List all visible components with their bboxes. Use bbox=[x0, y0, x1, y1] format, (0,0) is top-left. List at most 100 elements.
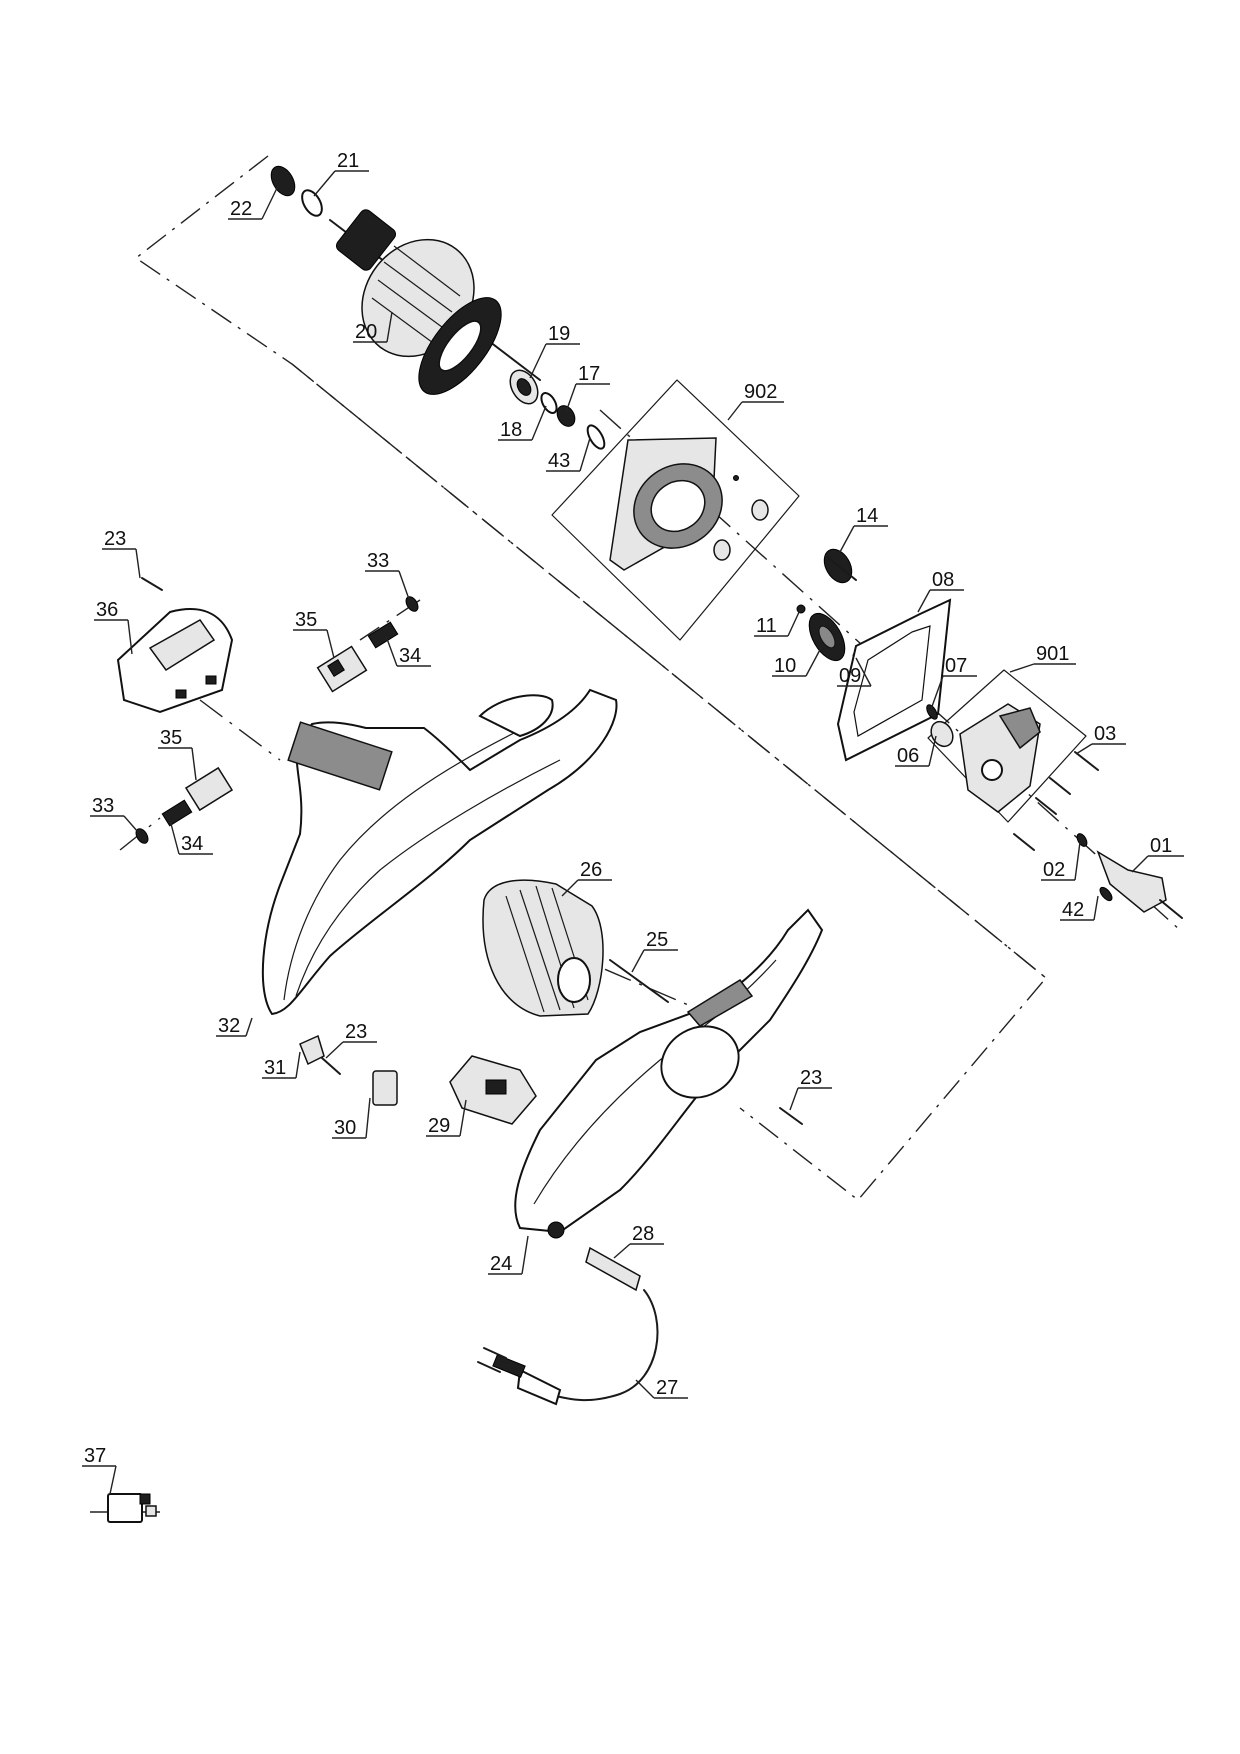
part-number-label: 01 bbox=[1150, 835, 1172, 857]
assembly-frames bbox=[90, 155, 1181, 1513]
callout-p902: 902 bbox=[727, 381, 784, 421]
part-number-label: 37 bbox=[84, 1445, 106, 1467]
part-number-label: 08 bbox=[932, 569, 954, 591]
callout-p901: 901 bbox=[1009, 643, 1076, 673]
housing-half-part-24 bbox=[514, 908, 824, 1239]
callout-p10: 10 bbox=[772, 645, 823, 677]
leader-line bbox=[789, 1087, 799, 1111]
part-37 bbox=[107, 1493, 157, 1523]
callouts: 0102030607080910111417181920212223232324… bbox=[82, 150, 1184, 1495]
callout-p14: 14 bbox=[839, 505, 888, 553]
callout-p23b: 23 bbox=[325, 1021, 377, 1059]
callout-p32: 32 bbox=[216, 1015, 253, 1037]
callout-p07: 07 bbox=[929, 655, 977, 713]
callout-p33b: 33 bbox=[90, 795, 139, 833]
part-number-label: 25 bbox=[646, 929, 668, 951]
callout-p34a: 34 bbox=[385, 635, 431, 667]
part-number-label: 901 bbox=[1036, 643, 1069, 665]
part-number-label: 902 bbox=[744, 381, 777, 403]
leader-line bbox=[365, 1097, 371, 1139]
leader-line bbox=[1074, 841, 1081, 881]
part-number-label: 33 bbox=[92, 795, 114, 817]
leader-line bbox=[109, 1465, 117, 1495]
housing-half-part-32 bbox=[261, 688, 618, 1016]
callout-p20: 20 bbox=[353, 311, 393, 343]
callout-p08: 08 bbox=[917, 569, 964, 613]
gear-plate-group-902 bbox=[551, 379, 800, 641]
pinion-part-17 bbox=[556, 405, 576, 427]
part-number-label: 14 bbox=[856, 505, 878, 527]
bushing-part-06 bbox=[930, 720, 954, 748]
key-part-42 bbox=[1099, 886, 1113, 902]
leader-line bbox=[521, 1235, 529, 1275]
part-number-label: 30 bbox=[334, 1117, 356, 1139]
callout-p35b: 35 bbox=[158, 727, 197, 781]
callout-p43: 43 bbox=[546, 437, 591, 472]
part-number-label: 07 bbox=[945, 655, 967, 677]
leader-line bbox=[1131, 855, 1149, 873]
leader-line bbox=[385, 635, 398, 667]
part-number-label: 31 bbox=[264, 1057, 286, 1079]
callout-p18: 18 bbox=[498, 405, 547, 441]
gear-cover-group-901 bbox=[927, 669, 1087, 823]
callout-p25: 25 bbox=[631, 929, 678, 973]
leader-line bbox=[839, 525, 855, 553]
callout-p23a: 23 bbox=[102, 528, 141, 579]
callout-p03: 03 bbox=[1075, 723, 1126, 755]
washer-part-21 bbox=[301, 189, 323, 217]
rear-cover-part-36 bbox=[116, 608, 234, 714]
brush-holder-part-35a bbox=[316, 645, 368, 693]
switch-part-29 bbox=[449, 1055, 537, 1125]
callout-p02: 02 bbox=[1041, 841, 1081, 881]
callout-p09: 09 bbox=[837, 657, 872, 687]
circlip-part-43 bbox=[586, 424, 606, 450]
washer-part-18 bbox=[540, 392, 558, 414]
leader-line bbox=[326, 629, 335, 659]
leader-line bbox=[459, 1099, 467, 1137]
part-number-label: 35 bbox=[295, 609, 317, 631]
part-number-label: 34 bbox=[181, 833, 203, 855]
cable-sleeve-part-28 bbox=[585, 1246, 641, 1292]
leader-line bbox=[295, 1051, 301, 1079]
pin-part-11 bbox=[796, 604, 806, 614]
part-number-label: 33 bbox=[367, 550, 389, 572]
callout-p17: 17 bbox=[565, 363, 610, 413]
leader-line bbox=[1093, 895, 1099, 921]
leader-line bbox=[1009, 663, 1035, 673]
part-number-label: 23 bbox=[104, 528, 126, 550]
leader-line bbox=[917, 589, 931, 613]
callout-p34b: 34 bbox=[169, 819, 213, 855]
clamp-part-31 bbox=[299, 1034, 325, 1066]
armature-part-20 bbox=[329, 209, 541, 395]
part-number-label: 18 bbox=[500, 419, 522, 441]
callout-p30: 30 bbox=[332, 1097, 371, 1139]
part-number-label: 34 bbox=[399, 645, 421, 667]
leader-line bbox=[613, 1243, 631, 1259]
part-number-label: 36 bbox=[96, 599, 118, 621]
part-number-label: 11 bbox=[756, 615, 777, 637]
callout-p27: 27 bbox=[635, 1377, 688, 1399]
callout-p01: 01 bbox=[1131, 835, 1184, 873]
brush-cap-part-33b bbox=[135, 828, 149, 844]
part-number-label: 22 bbox=[230, 198, 252, 220]
leader-line bbox=[169, 819, 180, 855]
part-number-label: 20 bbox=[355, 321, 377, 343]
callout-p23c: 23 bbox=[789, 1067, 832, 1111]
part-number-label: 03 bbox=[1094, 723, 1116, 745]
part-number-label: 27 bbox=[656, 1377, 678, 1399]
callout-p31: 31 bbox=[262, 1051, 301, 1079]
brush-holder-part-35b bbox=[184, 766, 234, 812]
brush-part-34b bbox=[161, 799, 193, 827]
callout-p33a: 33 bbox=[365, 550, 411, 603]
callout-p11: 11 bbox=[754, 609, 801, 637]
part-number-label: 28 bbox=[632, 1223, 654, 1245]
bearing-part-19 bbox=[509, 369, 539, 405]
part-number-label: 23 bbox=[800, 1067, 822, 1089]
part-number-label: 23 bbox=[345, 1021, 367, 1043]
leader-line bbox=[805, 645, 823, 677]
callout-p35a: 35 bbox=[293, 609, 335, 659]
leader-line bbox=[127, 619, 133, 655]
leader-line bbox=[123, 815, 139, 833]
screw-part-23c bbox=[779, 1107, 803, 1125]
spindle-part-01 bbox=[1096, 850, 1183, 919]
